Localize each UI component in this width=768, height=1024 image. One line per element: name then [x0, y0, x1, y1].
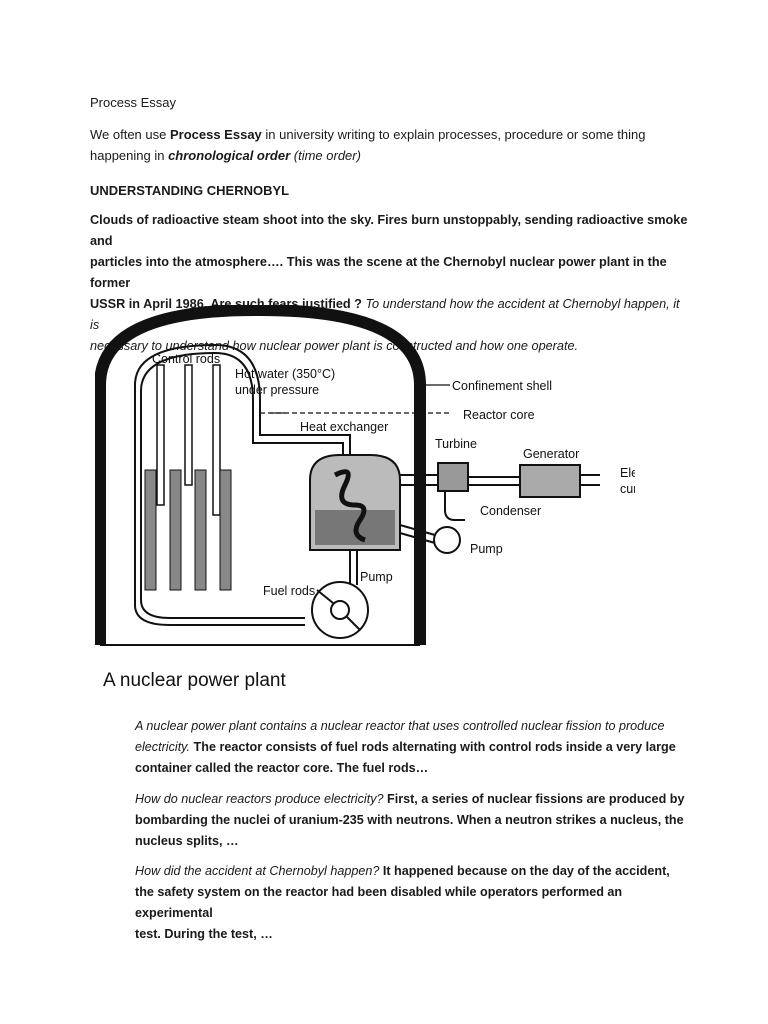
para-line: necessary to understand how nuclear powe… — [90, 339, 579, 353]
label-pump-right: Pump — [470, 542, 503, 556]
intro-term: Process Essay — [169, 127, 262, 142]
paragraph-electricity: How do nuclear reactors produce electric… — [135, 789, 695, 852]
intro-text: in university writing to explain process… — [261, 127, 646, 142]
label-turbine: Turbine — [435, 437, 477, 451]
reactor-core — [134, 343, 351, 626]
label-hot-water-2: under pressure — [235, 383, 319, 397]
intro-note: (time order) — [290, 148, 361, 163]
para-line: container called the reactor core. The f… — [135, 761, 429, 775]
label-reactor-core: Reactor core — [463, 408, 535, 422]
para-line: electricity. — [135, 740, 191, 754]
figure-caption: A nuclear power plant — [103, 670, 286, 691]
intro-emphasis: chronological order — [168, 148, 291, 163]
label-control-rods: Control rods — [152, 352, 220, 366]
label-generator: Generator — [523, 447, 579, 461]
label-electric: Electric — [620, 466, 635, 480]
pump-right — [433, 526, 461, 554]
generator — [519, 464, 581, 498]
section-title: UNDERSTANDING CHERNOBYL — [90, 183, 290, 198]
intro-text: happening in — [90, 148, 169, 163]
para-line: nucleus splits, … — [135, 834, 239, 848]
confinement-shell — [95, 305, 426, 645]
nuclear-plant-diagram: Control rods Hot water (350°C) under pre… — [95, 305, 635, 691]
label-pump-bottom: Pump — [360, 570, 393, 584]
para-line: particles into the atmosphere…. This was… — [90, 255, 667, 290]
para-question: How do nuclear reactors produce electric… — [135, 792, 384, 806]
para-line: First, a series of nuclear fissions are … — [383, 792, 685, 806]
heat-exchanger — [309, 454, 401, 551]
para-line: the safety system on the reactor had bee… — [135, 885, 623, 920]
para-line: test. During the test, … — [135, 927, 273, 941]
para-line: The reactor consists of fuel rods altern… — [190, 740, 676, 754]
paragraph-accident: How did the accident at Chernobyl happen… — [135, 861, 695, 945]
label-confinement-shell: Confinement shell — [452, 379, 552, 393]
paragraph-reactor: A nuclear power plant contains a nuclear… — [135, 716, 695, 779]
para-line: It happened because on the day of the ac… — [379, 864, 670, 878]
label-hot-water: Hot water (350°C) — [235, 367, 335, 381]
paragraph-chernobyl: Clouds of radioactive steam shoot into t… — [90, 210, 690, 357]
intro-text: We often use — [90, 127, 170, 142]
para-question: How did the accident at Chernobyl happen… — [135, 864, 380, 878]
fuel-rods — [144, 469, 232, 591]
label-heat-exchanger: Heat exchanger — [300, 420, 388, 434]
para-line: A nuclear power plant contains a nuclear… — [135, 719, 665, 733]
turbine — [437, 462, 469, 492]
para-line: Clouds of radioactive steam shoot into t… — [90, 213, 688, 248]
para-question: To understand how the accident at Cherno… — [90, 297, 680, 332]
label-condenser: Condenser — [480, 504, 541, 518]
pump-bottom — [311, 581, 369, 639]
intro-paragraph: We often use Process Essay in university… — [90, 124, 690, 166]
page-title: Process Essay — [90, 95, 176, 110]
label-current: current — [620, 482, 635, 496]
control-rods — [156, 364, 221, 516]
para-line: bombarding the nuclei of uranium-235 wit… — [135, 813, 684, 827]
label-fuel-rods: Fuel rods — [263, 584, 315, 598]
